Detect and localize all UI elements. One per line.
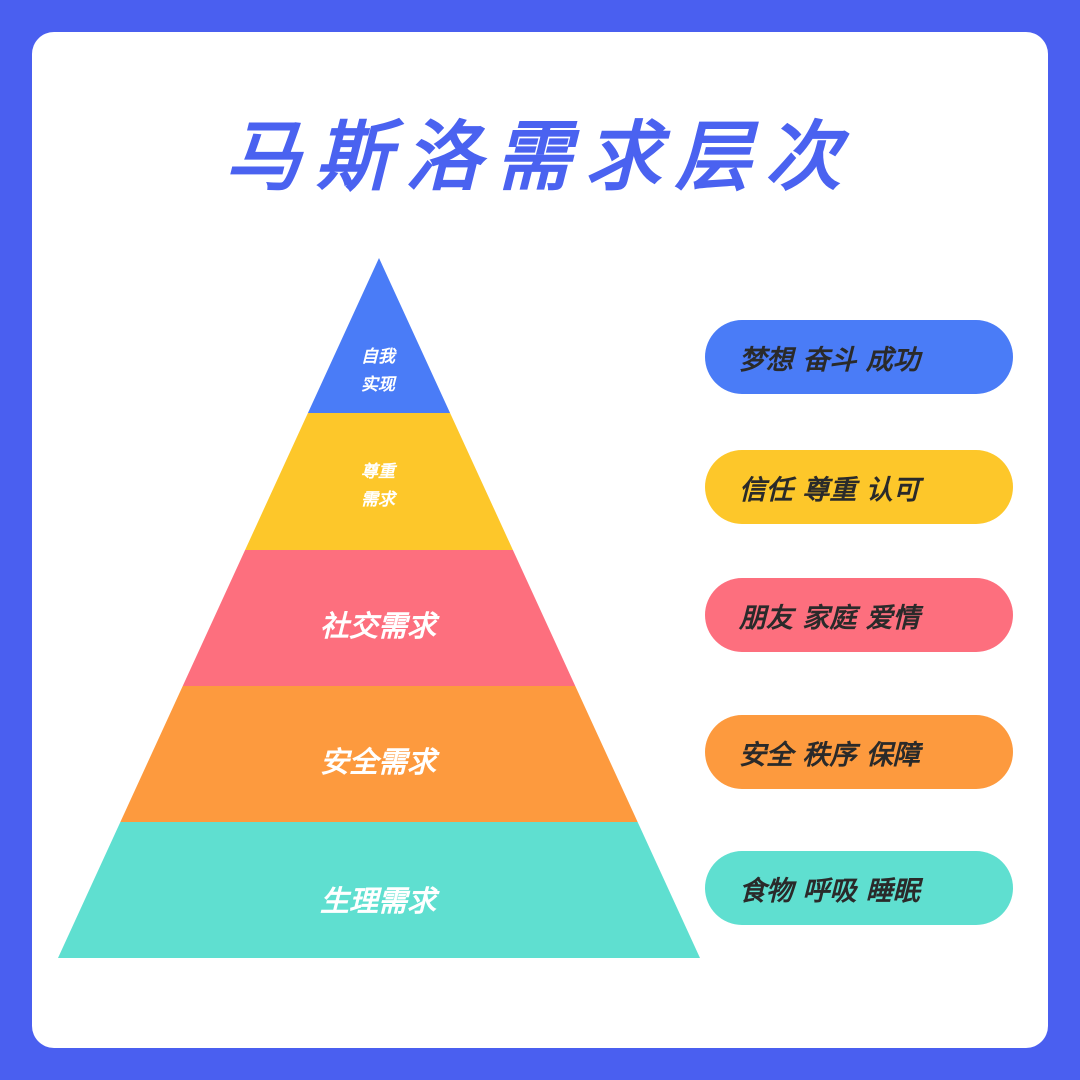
keywords-pill-safety: 安全 秩序 保障 — [705, 715, 1013, 789]
keywords-pill-social: 朋友 家庭 爱情 — [705, 578, 1013, 652]
pyramid-band-esteem — [245, 413, 513, 550]
pyramid-band-self-actualization — [307, 258, 451, 413]
pyramid-band-safety — [120, 686, 638, 822]
level-safety-label: 安全需求 — [319, 745, 436, 779]
keywords-pill-physiological: 食物 呼吸 睡眠 — [705, 851, 1013, 925]
keywords-pill-esteem: 信任 尊重 认可 — [705, 450, 1013, 524]
keywords-pill-self-actualization: 梦想 奋斗 成功 — [705, 320, 1013, 394]
level-self-actualization-label: 自我 实现 — [178, 343, 578, 399]
page-title: 马斯洛需求层次 — [225, 112, 855, 201]
pyramid-band-physiological — [58, 822, 700, 958]
level-social-label: 社交需求 — [319, 609, 436, 643]
level-physiological-label: 生理需求 — [319, 884, 436, 918]
level-esteem-label: 尊重 需求 — [178, 458, 578, 514]
label-line: 尊重 — [361, 462, 395, 482]
pyramid-band-social — [182, 550, 576, 686]
label-line: 自我 — [361, 347, 395, 367]
label-line: 实现 — [361, 375, 395, 395]
label-line: 需求 — [361, 490, 395, 510]
